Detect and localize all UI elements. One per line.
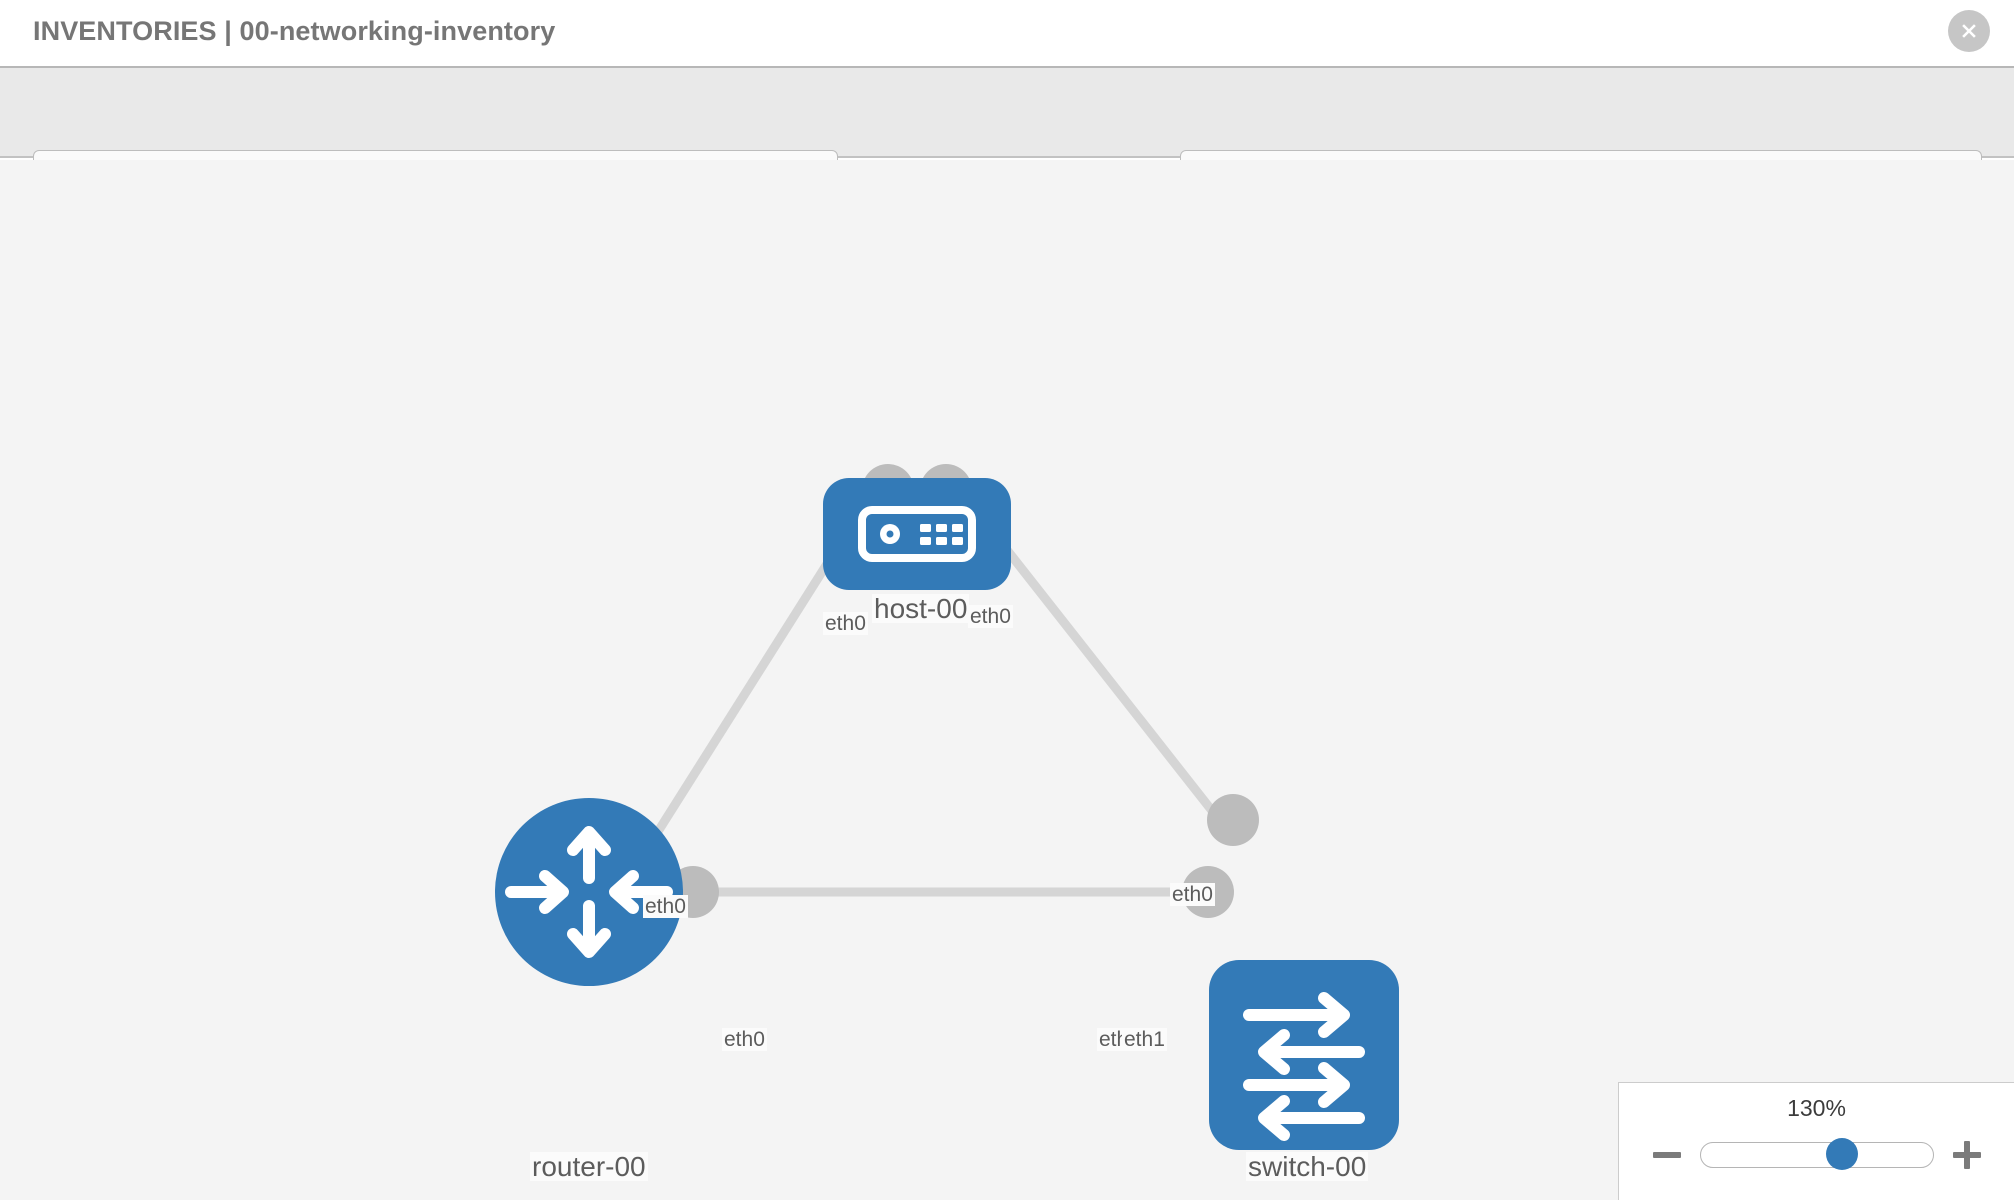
iface-label: eth xyxy=(1097,1028,1131,1052)
zoom-slider-thumb[interactable] xyxy=(1825,1138,1858,1170)
zoom-in-button[interactable] xyxy=(1950,1138,1984,1172)
zoom-out-button[interactable] xyxy=(1650,1138,1684,1172)
node-label-host-00: host-00 xyxy=(872,593,970,624)
endpoint-knob[interactable] xyxy=(1207,794,1259,846)
router-icon xyxy=(505,826,673,958)
close-button[interactable] xyxy=(1948,10,1990,52)
node-router-00[interactable] xyxy=(495,798,683,986)
iface-label: eth0 xyxy=(1170,883,1215,907)
iface-label: eth0 xyxy=(968,605,1013,629)
node-switch-00[interactable] xyxy=(1209,960,1399,1150)
iface-label: eth0 xyxy=(643,895,688,919)
page-header: INVENTORIES | 00-networking-inventory xyxy=(0,0,2014,68)
node-host-00[interactable] xyxy=(823,478,1011,590)
iface-label: eth0 xyxy=(823,612,868,636)
node-label-switch-00: switch-00 xyxy=(1246,1151,1369,1182)
node-label-router-00: router-00 xyxy=(530,1151,648,1182)
iface-label: eth1 xyxy=(1122,1028,1167,1052)
page-title: INVENTORIES | 00-networking-inventory xyxy=(33,16,556,46)
topology-canvas[interactable]: host-00 router-00 switch-00 eth0 eth0 et… xyxy=(0,160,2014,1200)
zoom-control-panel: 130% xyxy=(1618,1082,2014,1200)
zoom-slider[interactable] xyxy=(1699,1138,1934,1170)
switch-icon xyxy=(1243,992,1365,1141)
toolbar: ACTIONS SEARCH xyxy=(0,68,2014,204)
server-icon xyxy=(858,506,976,562)
iface-label: eth0 xyxy=(722,1028,767,1052)
zoom-level-value: 130% xyxy=(1787,1095,1846,1121)
close-icon xyxy=(1957,19,1981,43)
topology-graph xyxy=(495,464,1399,1150)
